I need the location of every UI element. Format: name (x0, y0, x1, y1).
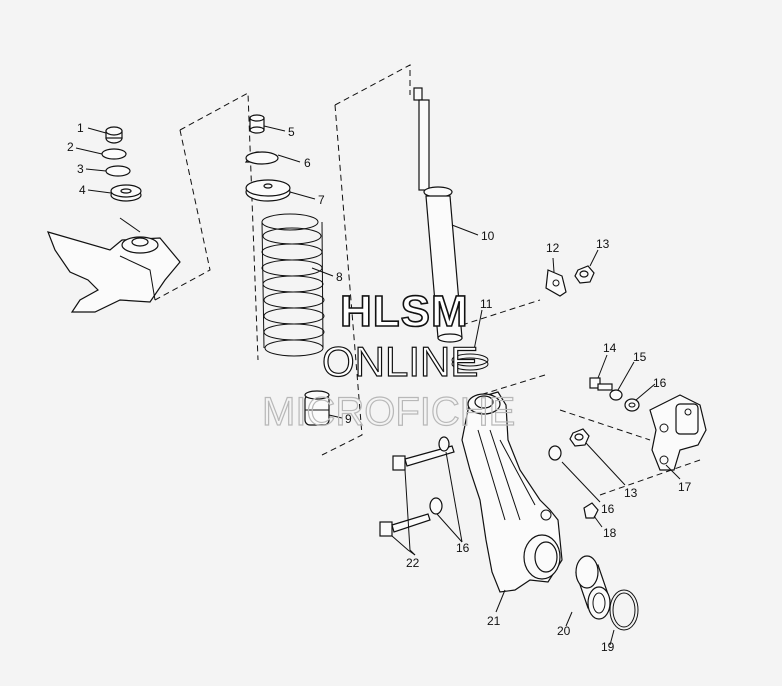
washer-3 (105, 165, 131, 177)
nut-13-upper (574, 265, 595, 284)
snap-ring-19 (609, 589, 639, 631)
callout-11: 11 (480, 297, 493, 311)
callout-7: 7 (318, 193, 325, 207)
callout-9: 9 (345, 412, 352, 426)
washer-16-upper (624, 398, 640, 412)
washer-16-left-upper (438, 436, 450, 452)
bracket-12 (545, 269, 567, 297)
bushing-4 (110, 184, 142, 202)
callout-20: 20 (557, 624, 571, 638)
callout-13-lower: 13 (624, 486, 638, 500)
spring-seat-6 (244, 151, 279, 165)
coil-spring-8 (261, 213, 325, 357)
callout-2: 2 (67, 140, 74, 154)
wheel-bearing-20 (575, 555, 611, 620)
callout-14: 14 (603, 341, 617, 355)
steering-knuckle-21 (461, 391, 563, 593)
leader-lines (75, 125, 681, 646)
callout-15: 15 (633, 350, 647, 364)
fitting-18 (583, 502, 599, 519)
callout-5: 5 (288, 125, 295, 139)
callout-labels: 1 2 3 4 5 6 7 8 9 10 11 12 13 13 14 15 1… (67, 121, 692, 654)
bolt-22-lower (379, 513, 431, 537)
spring-seat-7 (245, 179, 291, 202)
callout-22: 22 (406, 556, 420, 570)
callout-13-upper: 13 (596, 237, 610, 251)
washer-2 (101, 148, 127, 160)
watermark-line-3: MICROFICHE (262, 390, 515, 434)
nut-5 (249, 114, 265, 134)
callout-17: 17 (678, 480, 692, 494)
nut-13-lower (569, 428, 590, 447)
washer-16-left-lower (429, 497, 443, 515)
watermark-line-1: HLSM (340, 287, 469, 336)
callout-16-left: 16 (456, 541, 470, 555)
strut-10 (413, 87, 463, 343)
watermark: MICROFICHE HLSM ONLINE (261, 286, 516, 434)
brake-caliper-17 (649, 394, 707, 471)
callout-3: 3 (77, 162, 84, 176)
bolt-14 (589, 377, 613, 391)
nut-1 (105, 126, 123, 144)
callout-1: 1 (77, 121, 84, 135)
callout-18: 18 (603, 526, 617, 540)
washer-16-mid (548, 445, 562, 461)
callout-4: 4 (79, 183, 86, 197)
callout-16-upper: 16 (653, 376, 667, 390)
bolt-22-upper (392, 445, 455, 471)
callout-16-mid: 16 (601, 502, 615, 516)
top-mount-stack (101, 126, 142, 202)
callout-10: 10 (481, 229, 495, 243)
callout-6: 6 (304, 156, 311, 170)
assembly-guide-lines (154, 64, 701, 496)
bump-stop-9 (304, 390, 330, 426)
callout-8: 8 (336, 270, 343, 284)
callout-12: 12 (546, 241, 560, 255)
watermark-line-2: ONLINE (322, 338, 478, 385)
callout-19: 19 (601, 640, 615, 654)
spring-seat-stack (244, 114, 291, 202)
lower-control-arm (47, 217, 181, 313)
washer-15 (609, 389, 623, 401)
clip-11 (451, 353, 489, 371)
callout-21: 21 (487, 614, 501, 628)
